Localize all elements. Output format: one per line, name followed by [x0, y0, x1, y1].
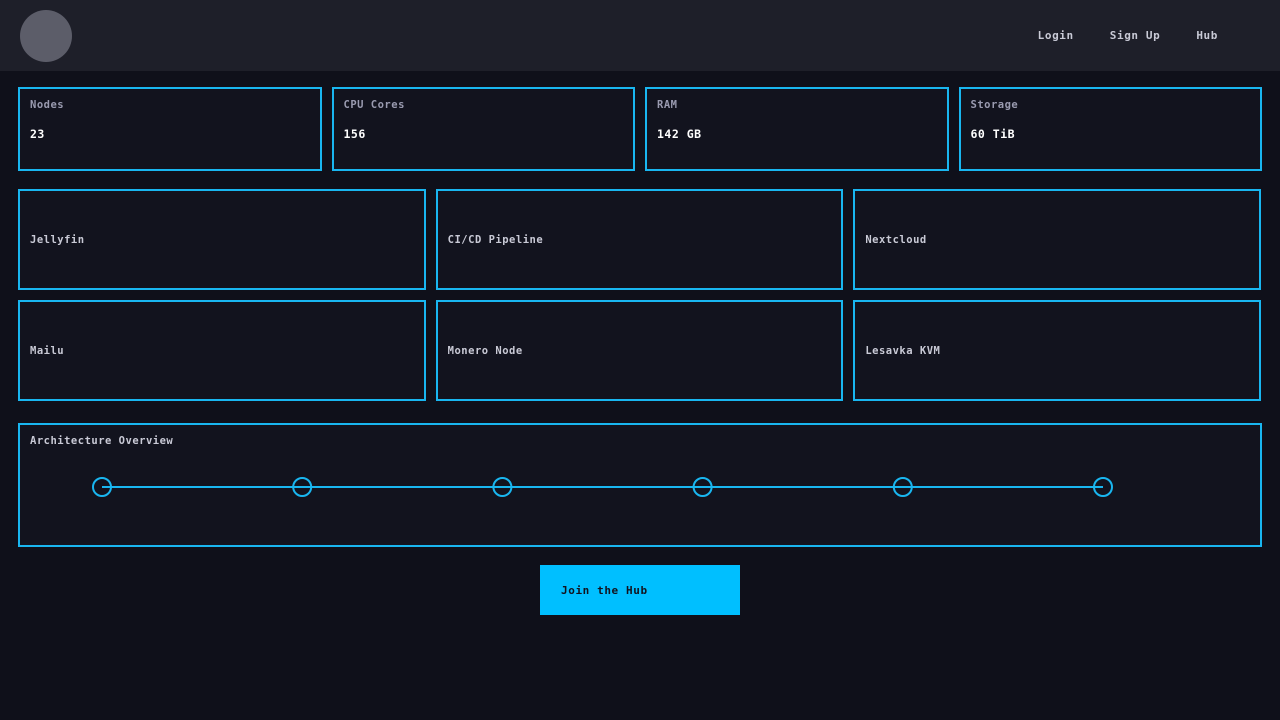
- stat-label: Nodes: [30, 99, 65, 111]
- stat-card-cpu-cores: CPU Cores 156: [331, 87, 635, 171]
- stat-value: 142 GB: [657, 127, 702, 141]
- architecture-section: Architecture Overview: [0, 401, 1280, 547]
- cta-row: Join the Hub: [0, 547, 1280, 615]
- avatar[interactable]: [20, 9, 72, 62]
- stat-label: Storage: [970, 99, 1019, 111]
- service-card-mailu[interactable]: Mailu: [18, 300, 426, 401]
- service-card-jellyfin[interactable]: Jellyfin: [18, 189, 426, 290]
- architecture-node-circle[interactable]: [892, 477, 913, 497]
- service-name: CI/CD Pipeline: [447, 233, 544, 246]
- stat-label: CPU Cores: [343, 99, 405, 111]
- architecture-node-circle[interactable]: [292, 477, 313, 497]
- service-card-lesavka-kvm[interactable]: Lesavka KVM: [853, 300, 1261, 401]
- architecture-node-chain: [92, 477, 1113, 497]
- stat-card-storage: Storage 60 TiB: [958, 87, 1262, 171]
- nav-link-login[interactable]: Login: [1037, 29, 1074, 42]
- service-name: Jellyfin: [30, 233, 85, 246]
- architecture-node-circle[interactable]: [492, 477, 513, 497]
- architecture-node-circle[interactable]: [1093, 477, 1113, 497]
- service-name: Mailu: [30, 344, 65, 357]
- architecture-title: Architecture Overview: [30, 435, 174, 447]
- stat-card-ram: RAM 142 GB: [645, 87, 949, 171]
- stat-value: 156: [343, 127, 366, 141]
- architecture-diagram: [20, 463, 1260, 507]
- main-nav: Login Sign Up Hub: [1038, 29, 1260, 42]
- stats-row: Nodes 23 CPU Cores 156 RAM 142 GB Storag…: [0, 71, 1280, 171]
- architecture-node-circle[interactable]: [92, 477, 112, 497]
- join-the-hub-button[interactable]: Join the Hub: [540, 565, 740, 615]
- nav-link-hub[interactable]: Hub: [1196, 29, 1218, 42]
- service-card-nextcloud[interactable]: Nextcloud: [853, 189, 1261, 290]
- nav-link-signup[interactable]: Sign Up: [1109, 29, 1161, 42]
- stat-value: 60 TiB: [970, 127, 1016, 141]
- stat-card-nodes: Nodes 23: [18, 87, 322, 171]
- stat-label: RAM: [657, 99, 678, 111]
- architecture-node-circle[interactable]: [692, 477, 713, 497]
- top-header: Login Sign Up Hub: [0, 0, 1280, 71]
- service-card-cicd-pipeline[interactable]: CI/CD Pipeline: [435, 189, 844, 290]
- services-grid: Jellyfin CI/CD Pipeline Nextcloud Mailu …: [0, 171, 1280, 401]
- service-name: Lesavka KVM: [865, 344, 941, 357]
- service-name: Monero Node: [447, 344, 523, 357]
- architecture-panel: Architecture Overview: [18, 423, 1262, 547]
- service-card-monero-node[interactable]: Monero Node: [435, 300, 844, 401]
- stat-value: 23: [30, 127, 45, 141]
- service-name: Nextcloud: [865, 233, 927, 246]
